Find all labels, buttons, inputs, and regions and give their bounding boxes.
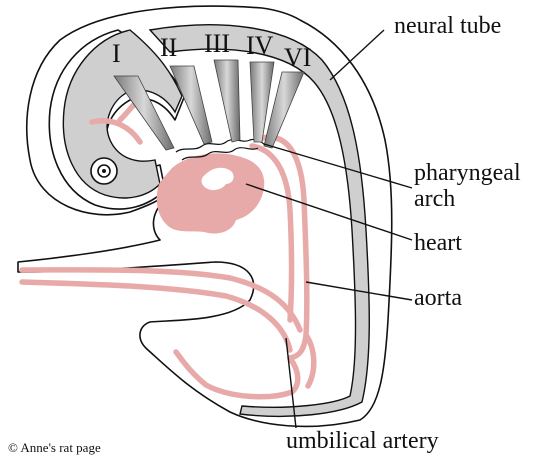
arch-numeral-i: I [112, 39, 121, 68]
eye-pupil [102, 169, 106, 173]
heart-shape [157, 153, 265, 233]
credit-text: © Anne's rat page [8, 440, 101, 455]
leader-heart [246, 184, 412, 240]
tail-vessel-end [306, 335, 314, 386]
arch-numeral-iii: III [204, 29, 230, 58]
arch-numeral-vi: VI [284, 43, 311, 72]
label-neural-tube: neural tube [394, 13, 501, 39]
arch-numeral-ii: II [160, 33, 177, 62]
label-heart: heart [414, 230, 462, 256]
label-umbilical-artery: umbilical artery [286, 428, 439, 454]
umbilical-vessel-lower [22, 282, 290, 350]
arch-bar-iii [214, 60, 240, 142]
label-aorta: aorta [414, 285, 462, 311]
arch-numeral-iv: IV [246, 31, 274, 60]
label-pharyngeal-line2: arch [414, 186, 455, 212]
label-pharyngeal-line1: pharyngeal [414, 160, 521, 186]
